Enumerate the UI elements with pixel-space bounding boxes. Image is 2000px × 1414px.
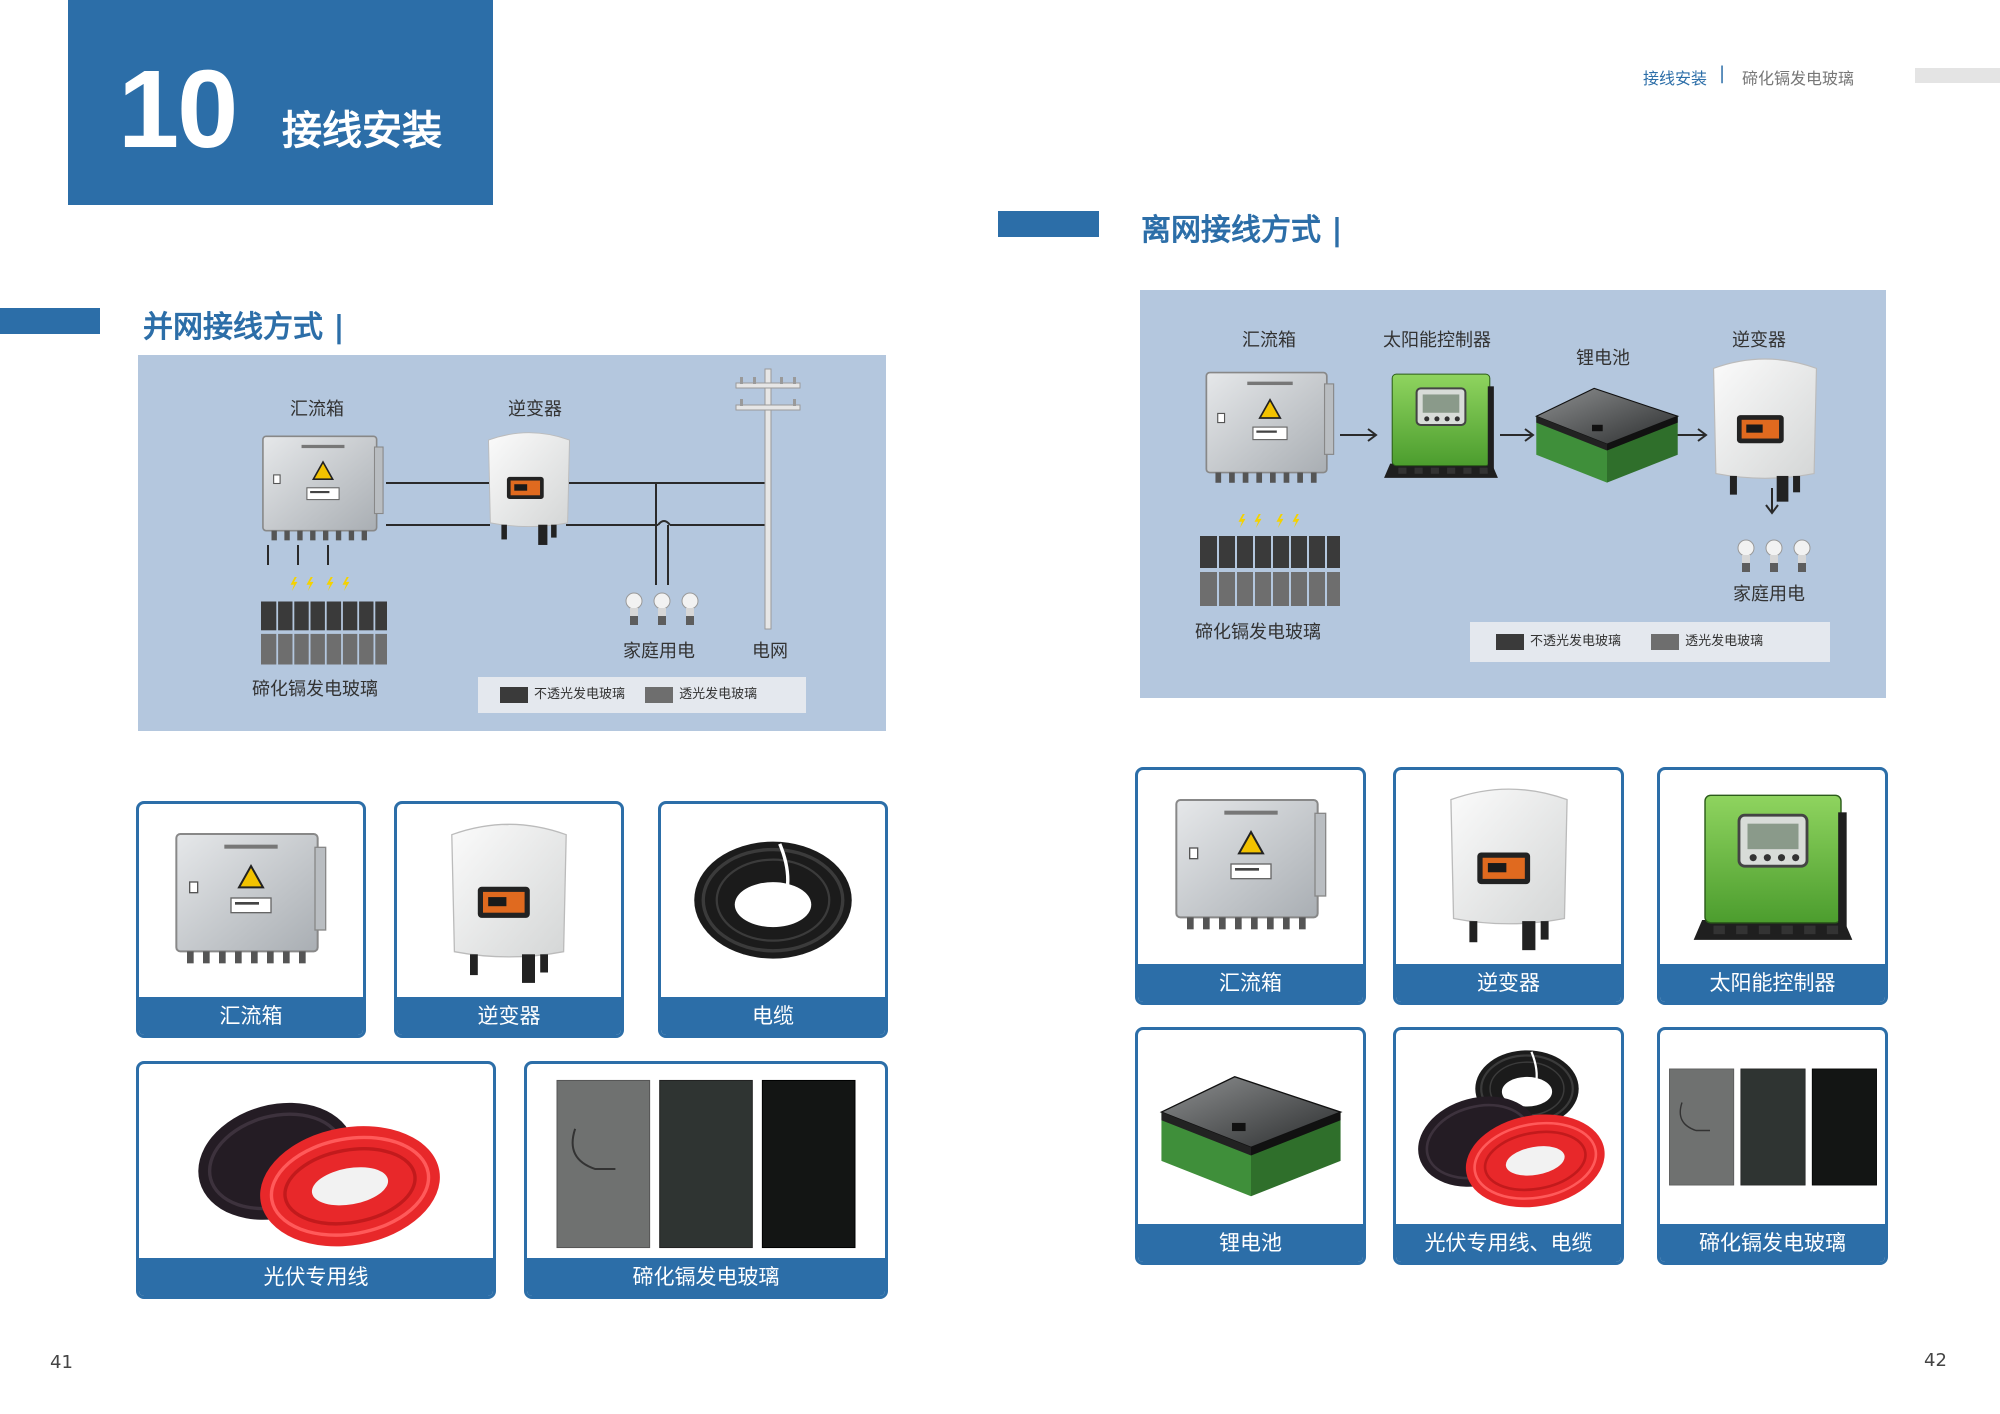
card-label: 锂电池 bbox=[1138, 1224, 1363, 1262]
inverter-icon bbox=[1443, 780, 1575, 954]
pv-wire-icon bbox=[1404, 1080, 1614, 1212]
glass-panel-icon bbox=[555, 1078, 857, 1250]
bulb-icon bbox=[625, 592, 699, 626]
glass-panel-array-icon bbox=[261, 601, 387, 665]
offgrid-label-battery: 锂电池 bbox=[1576, 348, 1630, 369]
glass-panel-icon bbox=[1668, 1066, 1878, 1188]
card-label: 汇流箱 bbox=[139, 997, 363, 1035]
offgrid-section-title: 离网接线方式 | bbox=[1141, 213, 1343, 248]
grid-label-combiner: 汇流箱 bbox=[290, 399, 344, 420]
combiner-box-icon bbox=[1200, 368, 1340, 493]
offgrid-card-inverter: 逆变器 bbox=[1393, 767, 1624, 1005]
offgrid-section-bar bbox=[998, 211, 1099, 237]
page-number-left: 41 bbox=[50, 1352, 73, 1373]
offgrid-legend-transparent: 透光发电玻璃 bbox=[1685, 634, 1764, 649]
page-number-right: 42 bbox=[1924, 1350, 1947, 1371]
chapter-title: 接线安装 bbox=[282, 108, 442, 154]
grid-label-grid: 电网 bbox=[752, 641, 788, 662]
lightning-icon bbox=[290, 577, 350, 591]
grid-label-household: 家庭用电 bbox=[623, 641, 695, 662]
pv-wire-icon bbox=[176, 1082, 456, 1252]
utility-pole-icon bbox=[735, 368, 801, 630]
offgrid-label-combiner: 汇流箱 bbox=[1242, 330, 1296, 351]
running-header-separator: | bbox=[1719, 63, 1726, 84]
grid-legend-transparent: 透光发电玻璃 bbox=[679, 687, 758, 702]
combiner-box-icon bbox=[171, 828, 331, 976]
lithium-battery-icon bbox=[1532, 368, 1682, 488]
grid-card-glass: 碲化镉发电玻璃 bbox=[524, 1061, 888, 1299]
card-label: 碲化镉发电玻璃 bbox=[1660, 1224, 1885, 1262]
combiner-box-icon bbox=[1171, 794, 1331, 942]
card-label: 碲化镉发电玻璃 bbox=[527, 1258, 885, 1296]
chapter-header-box bbox=[68, 0, 493, 205]
lithium-battery-icon bbox=[1156, 1048, 1346, 1206]
lightning-icon bbox=[1238, 514, 1300, 528]
grid-card-pv-wire: 光伏专用线 bbox=[136, 1061, 496, 1299]
offgrid-label-controller: 太阳能控制器 bbox=[1383, 330, 1491, 351]
offgrid-card-glass: 碲化镉发电玻璃 bbox=[1657, 1027, 1888, 1265]
bulb-icon bbox=[1737, 539, 1811, 573]
offgrid-label-inverter: 逆变器 bbox=[1732, 330, 1786, 351]
grid-legend: 不透光发电玻璃 透光发电玻璃 bbox=[478, 677, 806, 713]
grid-label-inverter: 逆变器 bbox=[508, 399, 562, 420]
offgrid-card-controller: 太阳能控制器 bbox=[1657, 767, 1888, 1005]
offgrid-diagram-panel: 汇流箱 太阳能控制器 锂电池 逆变器 家庭用电 碲化镉发电玻璃 不透光发电玻璃 … bbox=[1140, 290, 1886, 698]
running-header-bar bbox=[1915, 68, 2000, 83]
offgrid-label-glass: 碲化镉发电玻璃 bbox=[1195, 622, 1321, 643]
offgrid-card-battery: 锂电池 bbox=[1135, 1027, 1366, 1265]
solar-controller-icon bbox=[1687, 784, 1859, 954]
offgrid-card-pv-wire: 光伏专用线、电缆 bbox=[1393, 1027, 1624, 1265]
card-label: 太阳能控制器 bbox=[1660, 964, 1885, 1002]
grid-diagram-panel: 汇流箱 逆变器 家庭用电 电网 碲化镉发电玻璃 不透光发电玻璃 透光发电玻璃 bbox=[138, 355, 886, 731]
card-label: 电缆 bbox=[661, 997, 885, 1035]
offgrid-legend-opaque: 不透光发电玻璃 bbox=[1530, 634, 1622, 649]
grid-card-cable: 电缆 bbox=[658, 801, 888, 1038]
running-header-section: 接线安装 bbox=[1643, 69, 1708, 88]
solar-controller-icon bbox=[1380, 362, 1502, 492]
grid-legend-opaque: 不透光发电玻璃 bbox=[534, 687, 626, 702]
offgrid-label-household: 家庭用电 bbox=[1733, 584, 1805, 605]
glass-panel-array-icon bbox=[1200, 536, 1340, 606]
card-label: 光伏专用线、电缆 bbox=[1396, 1224, 1621, 1262]
card-label: 逆变器 bbox=[397, 997, 621, 1035]
grid-section-title: 并网接线方式 | bbox=[143, 310, 345, 345]
offgrid-wiring-arrows bbox=[1340, 428, 1779, 515]
card-label: 光伏专用线 bbox=[139, 1258, 493, 1296]
combiner-box-icon bbox=[258, 432, 388, 550]
running-header-product: 碲化镉发电玻璃 bbox=[1742, 69, 1855, 88]
inverter-icon bbox=[1706, 352, 1824, 504]
inverter-icon bbox=[444, 816, 574, 986]
card-label: 逆变器 bbox=[1396, 964, 1621, 1002]
grid-section-bar bbox=[0, 308, 100, 334]
inverter-icon bbox=[483, 427, 575, 547]
grid-label-glass: 碲化镉发电玻璃 bbox=[252, 679, 378, 700]
chapter-number: 10 bbox=[118, 48, 238, 171]
grid-card-combiner: 汇流箱 bbox=[136, 801, 366, 1038]
grid-card-inverter: 逆变器 bbox=[394, 801, 624, 1038]
offgrid-legend: 不透光发电玻璃 透光发电玻璃 bbox=[1470, 622, 1830, 662]
grid-wiring-lines bbox=[267, 368, 801, 630]
cable-coil-icon bbox=[683, 824, 863, 974]
card-label: 汇流箱 bbox=[1138, 964, 1363, 1002]
offgrid-card-combiner: 汇流箱 bbox=[1135, 767, 1366, 1005]
